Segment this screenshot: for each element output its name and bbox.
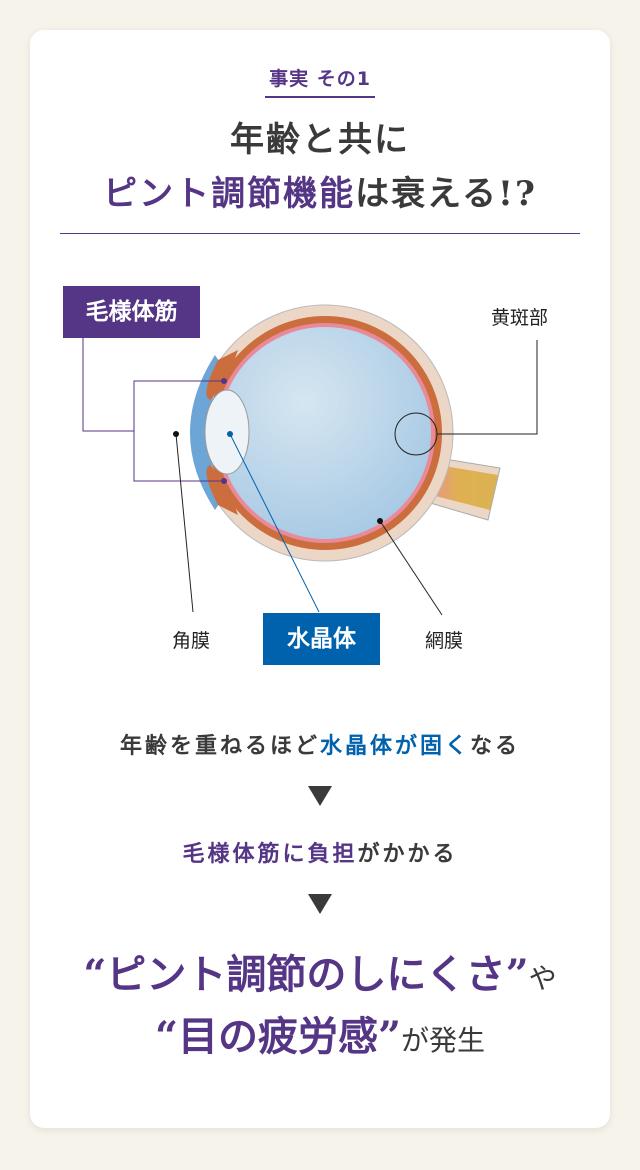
ciliary-upper [206,350,238,400]
title-line-1: 年齢と共に [230,120,410,160]
retina-label: 網膜 [425,630,464,652]
explanation-line-1: 年齢を重ねるほど水晶体が固くなる [119,734,521,759]
down-arrow-icon [308,894,332,914]
result-line-2: “目の疲労感”が発生 [154,1013,486,1060]
result-line-1: “ピント調節のしにくさ”や [83,951,557,998]
explanation-line-2: 毛様体筋に負担がかかる [182,842,458,867]
vitreous [219,327,431,539]
section-tag: 事実 その1 [0,64,640,98]
eye-diagram [82,304,538,616]
ciliary-lower [206,465,238,515]
content-card [30,30,610,1128]
lens-shape [204,389,250,475]
divider [60,233,580,234]
ciliary-muscle-label: 毛様体筋 [63,286,200,338]
down-arrow-icon [308,786,332,806]
cornea-label: 角膜 [172,630,211,652]
lens-label: 水晶体 [263,613,380,665]
macula-label: 黄斑部 [491,307,549,329]
title-line-2: ピント調節機能は衰える!? [103,174,537,214]
